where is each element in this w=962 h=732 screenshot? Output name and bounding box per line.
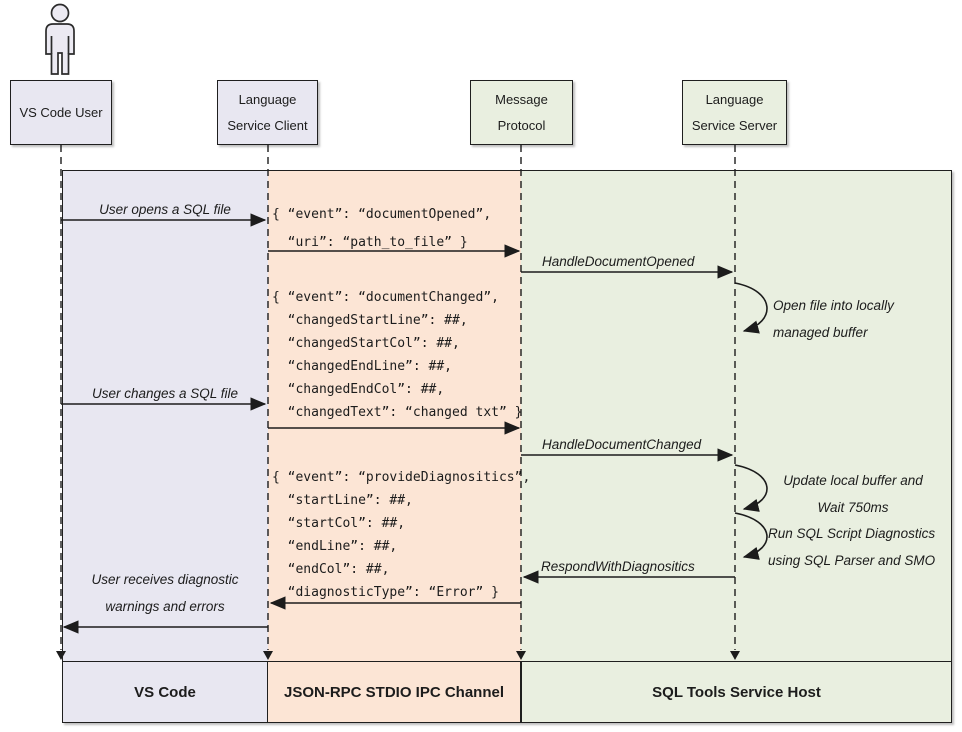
- self-loop-update-buffer: [734, 464, 768, 512]
- label-user-changes-file: User changes a SQL file: [91, 386, 239, 401]
- label-respond-with-diagnostics: RespondWithDiagnositics: [541, 559, 695, 574]
- lifeline-end-arrow-protocol: [516, 651, 526, 660]
- label-loop-run-diagnostics: Run SQL Script Diagnostics using SQL Par…: [768, 526, 936, 568]
- lane-background-ipc-channel: [268, 170, 521, 723]
- label-handle-document-changed: HandleDocumentChanged: [542, 437, 702, 452]
- label-loop-open-file: Open file into locally managed buffer: [773, 298, 894, 340]
- lane-box-ipc-channel: JSON-RPC STDIO IPC Channel: [267, 661, 521, 723]
- actor-box-message-protocol: Message Protocol: [470, 80, 573, 145]
- payload-document-opened: { “event”: “documentOpened”, “uri”: “pat…: [272, 207, 492, 250]
- lifeline-end-arrow-client: [263, 651, 273, 660]
- lifeline-end-arrow-user: [56, 651, 66, 660]
- actor-label-language-service-server: Language Service Server: [691, 91, 778, 133]
- self-loop-run-diagnostics: [734, 512, 768, 560]
- lane-label-ipc-channel: JSON-RPC STDIO IPC Channel: [283, 683, 505, 701]
- lane-label-vscode: VS Code: [134, 683, 196, 701]
- actor-box-language-service-server: Language Service Server: [682, 80, 787, 145]
- actor-label-vscode-user: VS Code User: [19, 104, 103, 120]
- actor-label-message-protocol: Message Protocol: [495, 91, 548, 133]
- user-actor-icon: [45, 3, 75, 75]
- actor-label-language-service-client: Language Service Client: [227, 91, 308, 133]
- self-loop-open-file: [734, 282, 768, 334]
- lane-box-vscode: VS Code: [62, 661, 268, 723]
- payload-provide-diagnostics: { “event”: “provideDiagnositics”, “start…: [272, 470, 531, 600]
- lane-label-service-host: SQL Tools Service Host: [652, 683, 821, 701]
- lane-background-vscode: [62, 170, 268, 723]
- lane-background-service-host: [521, 170, 952, 723]
- actor-box-vscode-user: VS Code User: [10, 80, 112, 145]
- label-handle-document-opened: HandleDocumentOpened: [542, 254, 695, 269]
- actor-box-language-service-client: Language Service Client: [217, 80, 318, 145]
- label-loop-update-buffer: Update local buffer and Wait 750ms: [783, 473, 923, 515]
- lane-box-service-host: SQL Tools Service Host: [521, 661, 952, 723]
- lifeline-end-arrow-server: [730, 651, 740, 660]
- label-user-receives-diagnostics: User receives diagnostic warnings and er…: [91, 572, 239, 614]
- payload-document-changed: { “event”: “documentChanged”, “changedSt…: [272, 290, 523, 420]
- label-user-opens-file: User opens a SQL file: [99, 202, 231, 217]
